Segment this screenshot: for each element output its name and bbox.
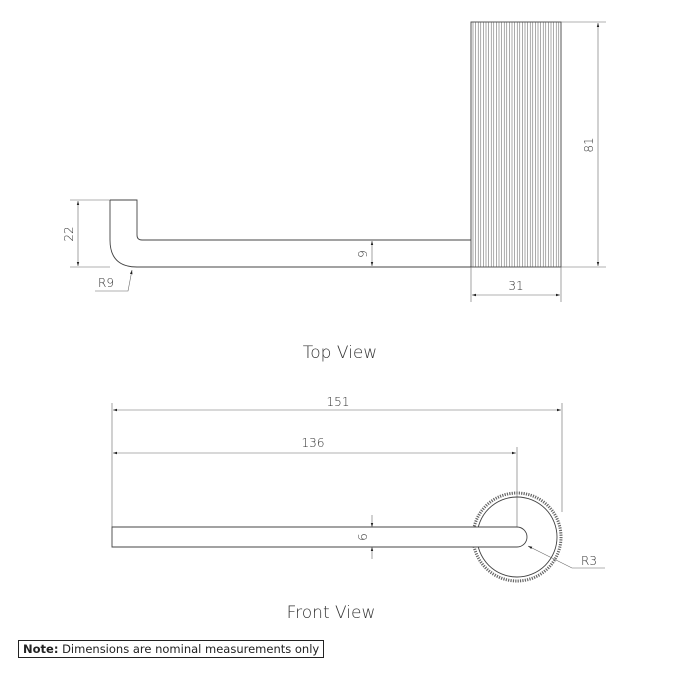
dim-arm-length: 136	[302, 436, 325, 450]
front-view: 151 136 6 R3 Front View	[111, 395, 605, 623]
front-arm-outline	[111, 526, 528, 548]
front-view-title: Front View	[287, 603, 376, 623]
dim-end-radius: R3	[581, 554, 597, 568]
dim-cylinder-height: 81	[582, 137, 596, 152]
dim-arm-thickness: 6	[356, 533, 370, 541]
dim-cylinder-width: 31	[508, 279, 523, 293]
dim-bend-radius: R9	[98, 276, 114, 290]
top-arm-outline	[109, 199, 471, 268]
note-label: Note:	[23, 642, 59, 656]
note-box: Note: Dimensions are nominal measurement…	[18, 640, 325, 658]
cylinder-knurling	[472, 22, 560, 267]
top-view-title: Top View	[303, 343, 377, 363]
note-text: Dimensions are nominal measurements only	[62, 642, 320, 656]
cylinder-body	[470, 21, 562, 268]
knob-outer-ring	[471, 491, 563, 583]
dim-arm-height: 22	[62, 226, 76, 241]
dim-arm-width: 9	[356, 250, 370, 258]
top-view: 22 9 81 31 R9 Top View	[62, 21, 606, 363]
dim-overall-length: 151	[327, 395, 350, 409]
